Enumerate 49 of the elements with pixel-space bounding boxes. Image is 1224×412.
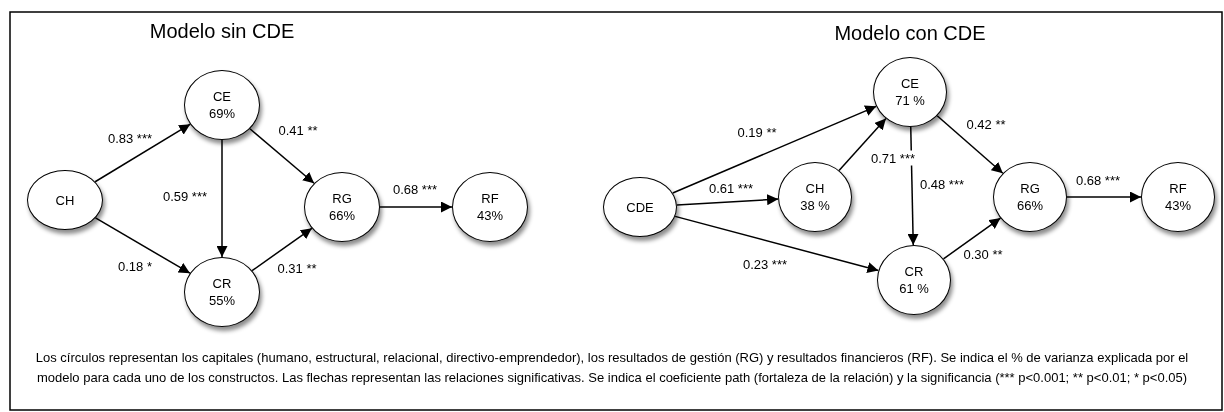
construct-ellipse — [1141, 162, 1215, 232]
arrow — [672, 105, 877, 194]
variance-value: 66% — [1017, 197, 1043, 214]
arrow — [907, 126, 919, 246]
arrow — [249, 128, 315, 184]
model-title: Modelo con CDE — [834, 22, 986, 45]
variance-value: 69% — [209, 105, 235, 122]
arrow — [942, 217, 1002, 260]
construct-name: RF — [481, 190, 499, 207]
construct-ellipse — [27, 170, 103, 230]
construct-ellipse — [993, 162, 1067, 232]
arrow — [94, 217, 191, 274]
arrow — [94, 123, 191, 183]
variance-value: 71 % — [895, 92, 925, 109]
variance-value: 38 % — [800, 197, 830, 214]
arrow — [251, 227, 313, 272]
caption: Los círculos representan los capitales (humano, estructural, relacional, directivo-emprendedor), los resultados de gestión (RG) y resultados financieros (RF). Se indica el % de varianza explicada por el modelo para cada uno de los constructos. Las flechas representan las relaciones significativas. Se indica el coeficiente path (fortaleza de la relación) y la significancia (*** p<0.001; ** p<0.01; * p<0.05) — [34, 349, 1190, 387]
arrow — [216, 139, 228, 258]
construct-name: CH — [55, 191, 75, 209]
construct-ellipse — [778, 162, 852, 232]
construct-ellipse — [603, 177, 677, 237]
construct-name: RG — [332, 190, 352, 207]
arrow — [936, 115, 1004, 174]
construct-ellipse — [877, 245, 951, 315]
construct-name: RF — [1169, 180, 1187, 197]
variance-value: 43% — [1165, 197, 1191, 214]
construct-name: CR — [904, 263, 924, 280]
construct-ellipse — [184, 70, 260, 140]
variance-value: 55% — [209, 292, 235, 309]
arrow — [676, 194, 779, 206]
construct-ellipse — [873, 57, 947, 127]
edge-label: 0.71 *** — [869, 150, 917, 166]
construct-name: CE — [900, 75, 920, 92]
construct-name: CDE — [626, 198, 654, 216]
arrow — [379, 201, 453, 213]
construct-name: CH — [805, 180, 825, 197]
variance-value: 43% — [477, 207, 503, 224]
construct-ellipse — [304, 172, 380, 242]
variance-value: 66% — [329, 207, 355, 224]
construct-ellipse — [184, 257, 260, 327]
model-title: Modelo sin CDE — [149, 20, 295, 43]
variance-value: 61 % — [899, 280, 929, 297]
arrow — [1066, 191, 1142, 203]
arrow — [674, 215, 880, 273]
construct-name: CR — [212, 275, 232, 292]
construct-ellipse — [452, 172, 528, 242]
arrow — [838, 117, 887, 172]
construct-name: CE — [212, 88, 232, 105]
construct-name: RG — [1020, 180, 1040, 197]
